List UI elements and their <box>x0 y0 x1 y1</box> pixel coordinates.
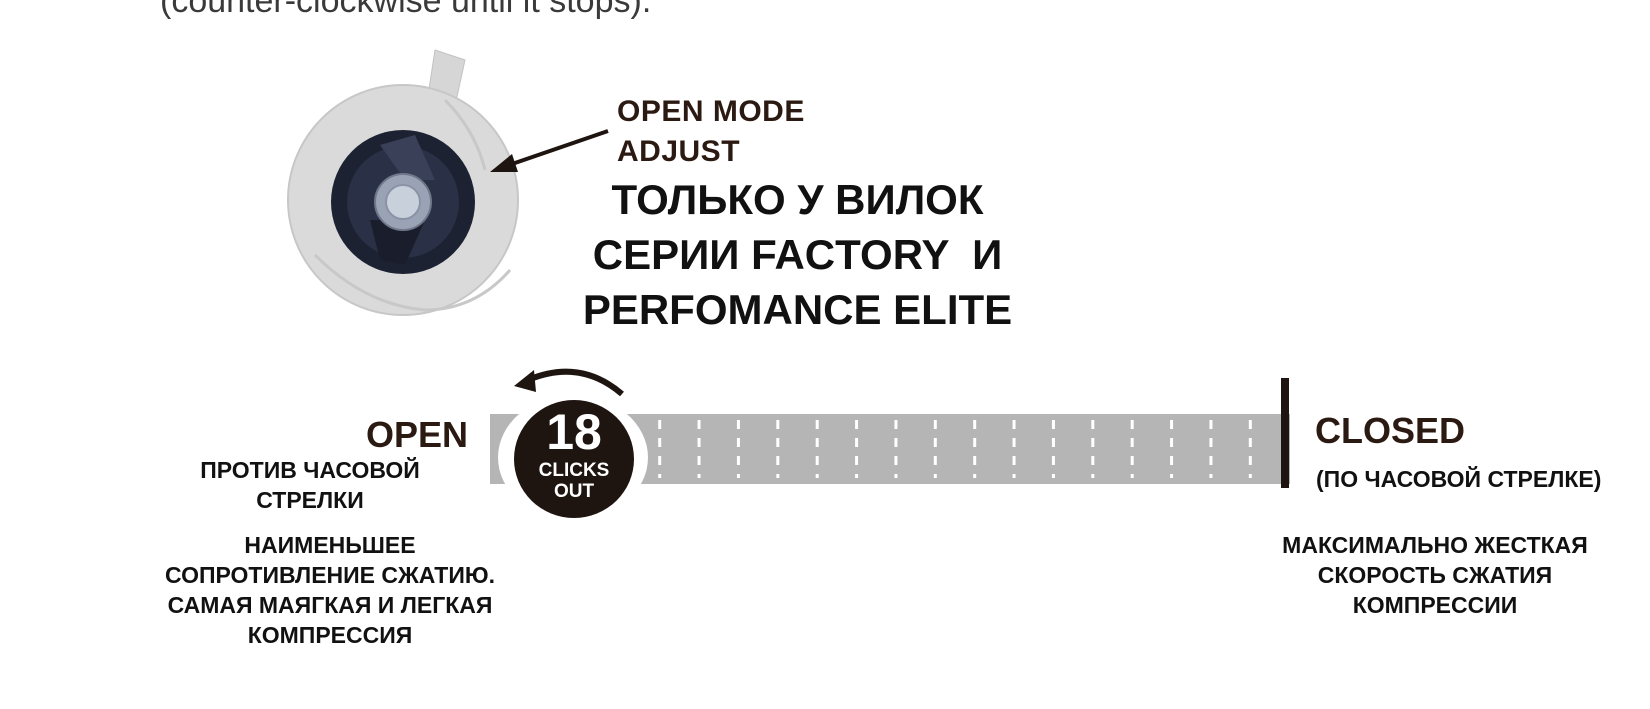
counter-clockwise-label: ПРОТИВ ЧАСОВОЙ СТРЕЛКИ <box>200 457 420 513</box>
max-stiffness-description: МАКСИМАЛЬНО ЖЕСТКАЯ СКОРОСТЬ СЖАТИЯ КОМП… <box>1282 532 1588 618</box>
clicks-out-label: CLICKS OUT <box>538 460 610 502</box>
clockwise-label: (ПО ЧАСОВОЙ СТРЕЛКЕ) <box>1316 466 1602 492</box>
scale-ticks <box>658 420 1252 478</box>
adjust-line: ADJUST <box>617 135 741 168</box>
counter-clockwise-arrow-icon <box>514 368 624 397</box>
least-resistance-description: НАИМЕНЬШЕЕ СОПРОТИВЛЕНИЕ СЖАТИЮ. САМАЯ М… <box>165 532 495 648</box>
open-label: OPEN <box>365 414 468 455</box>
callout-arrow <box>490 129 609 172</box>
open-mode-line: OPEN MODE <box>617 95 805 128</box>
open-mode-adjust-label: OPEN MODE ADJUST <box>617 92 805 172</box>
series-note-title: ТОЛЬКО У ВИЛОК СЕРИИ FACTORY И PERFOMANC… <box>582 176 1013 333</box>
closed-label: CLOSED <box>1315 410 1466 451</box>
clicks-out-badge: 18 CLICKS OUT <box>514 400 634 518</box>
clicks-value: 18 <box>546 404 602 460</box>
compression-knob-illustration <box>287 49 519 316</box>
top-instruction-text: (counter-clockwise until it stops). <box>160 0 652 20</box>
closed-end-stop <box>1281 378 1289 488</box>
